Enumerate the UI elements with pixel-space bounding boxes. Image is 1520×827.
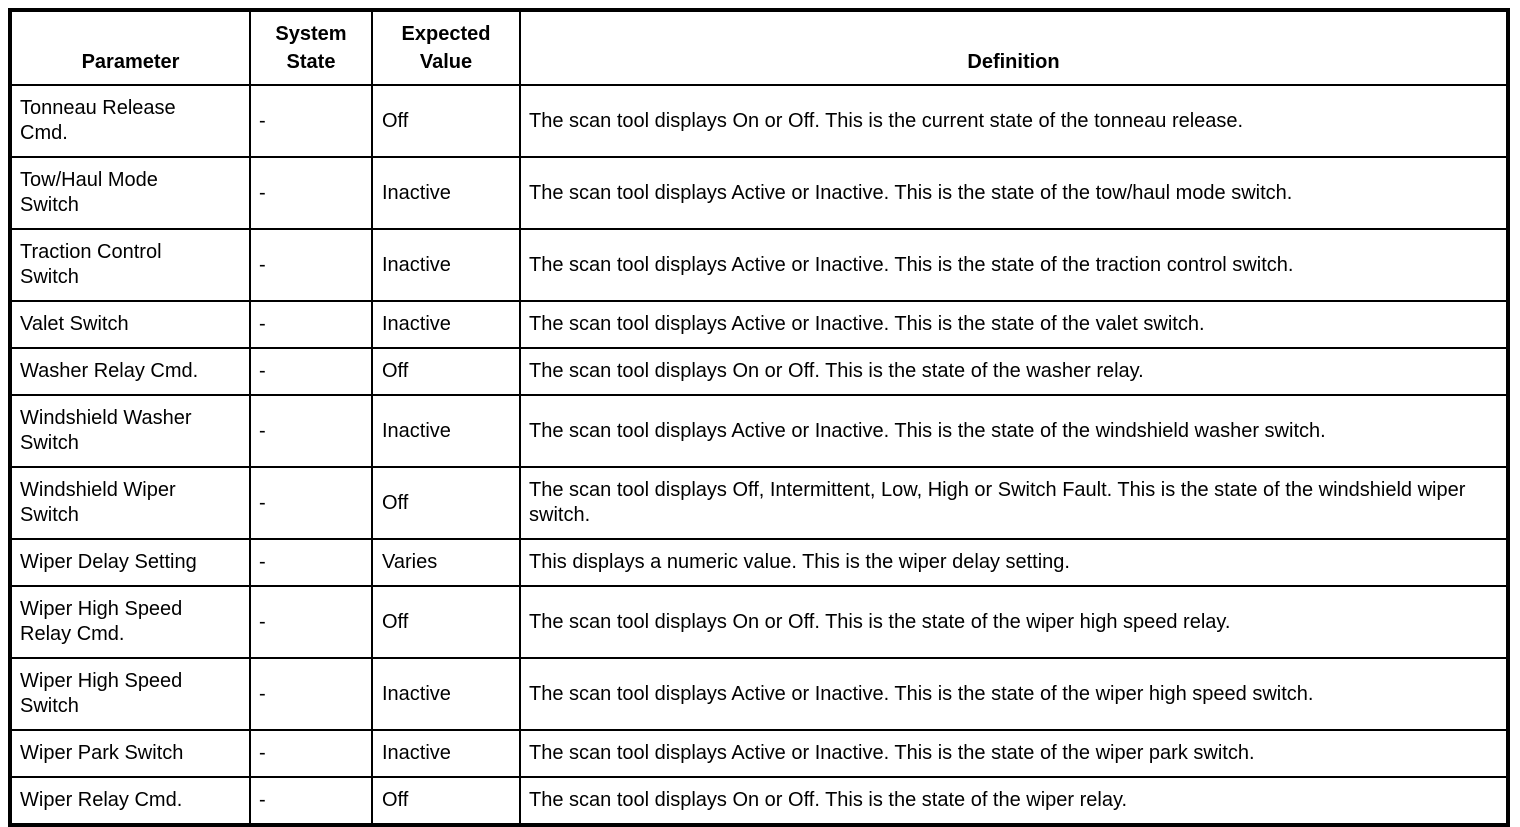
parameter-table: Parameter System State Expected Value De… [8, 8, 1510, 827]
parameter-cell: Windshield Wiper Switch [9, 466, 251, 540]
parameter-cell: Tonneau Release Cmd. [9, 84, 251, 158]
definition-cell: The scan tool displays On or Off. This i… [519, 84, 1509, 158]
expected-value-cell: Inactive [371, 657, 521, 731]
system-state-cell: - [249, 84, 373, 158]
definition-cell: The scan tool displays Active or Inactiv… [519, 228, 1509, 302]
expected-value-cell: Inactive [371, 300, 521, 349]
column-header-expected-value: Expected Value [371, 9, 521, 86]
parameter-cell: Wiper Delay Setting [9, 538, 251, 587]
expected-value-cell: Off [371, 466, 521, 540]
header-row: Parameter System State Expected Value De… [9, 9, 1509, 86]
expected-value-cell: Off [371, 84, 521, 158]
system-state-cell: - [249, 729, 373, 778]
definition-cell: The scan tool displays On or Off. This i… [519, 347, 1509, 396]
parameter-cell: Wiper High Speed Switch [9, 657, 251, 731]
parameter-cell: Valet Switch [9, 300, 251, 349]
column-header-system-state: System State [249, 9, 373, 86]
definition-cell: The scan tool displays Active or Inactiv… [519, 300, 1509, 349]
system-state-cell: - [249, 466, 373, 540]
parameter-cell: Tow/Haul Mode Switch [9, 156, 251, 230]
expected-value-cell: Off [371, 776, 521, 826]
definition-cell: This displays a numeric value. This is t… [519, 538, 1509, 587]
expected-value-cell: Inactive [371, 228, 521, 302]
document-page: Parameter System State Expected Value De… [8, 8, 1510, 827]
definition-cell: The scan tool displays Active or Inactiv… [519, 729, 1509, 778]
expected-value-cell: Inactive [371, 394, 521, 468]
system-state-cell: - [249, 585, 373, 659]
system-state-cell: - [249, 228, 373, 302]
parameter-cell: Wiper High Speed Relay Cmd. [9, 585, 251, 659]
expected-value-cell: Off [371, 347, 521, 396]
system-state-cell: - [249, 657, 373, 731]
table-header: Parameter System State Expected Value De… [9, 9, 1509, 86]
parameter-cell: Traction Control Switch [9, 228, 251, 302]
expected-value-cell: Varies [371, 538, 521, 587]
parameter-cell: Windshield Washer Switch [9, 394, 251, 468]
system-state-cell: - [249, 300, 373, 349]
expected-value-cell: Inactive [371, 729, 521, 778]
column-header-parameter: Parameter [9, 9, 251, 86]
definition-cell: The scan tool displays On or Off. This i… [519, 776, 1509, 826]
definition-cell: The scan tool displays Active or Inactiv… [519, 156, 1509, 230]
parameter-cell: Wiper Park Switch [9, 729, 251, 778]
system-state-cell: - [249, 394, 373, 468]
column-header-definition: Definition [519, 9, 1509, 86]
system-state-cell: - [249, 776, 373, 826]
parameter-cell: Wiper Relay Cmd. [9, 776, 251, 826]
definition-cell: The scan tool displays Active or Inactiv… [519, 394, 1509, 468]
system-state-cell: - [249, 347, 373, 396]
system-state-cell: - [249, 538, 373, 587]
definition-cell: The scan tool displays On or Off. This i… [519, 585, 1509, 659]
expected-value-cell: Inactive [371, 156, 521, 230]
definition-cell: The scan tool displays Active or Inactiv… [519, 657, 1509, 731]
definition-cell: The scan tool displays Off, Intermittent… [519, 466, 1509, 540]
parameter-cell: Washer Relay Cmd. [9, 347, 251, 396]
expected-value-cell: Off [371, 585, 521, 659]
system-state-cell: - [249, 156, 373, 230]
